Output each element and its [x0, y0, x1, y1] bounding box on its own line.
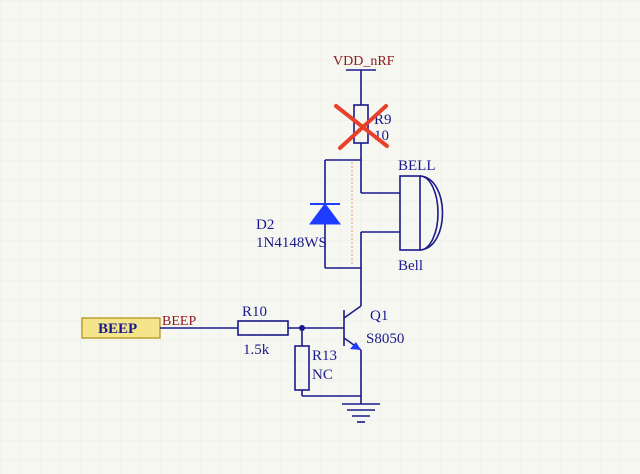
- port-beep[interactable]: BEEP: [81, 317, 161, 339]
- net-vcc-rail: [325, 159, 400, 306]
- resistor-r13[interactable]: R13 NC: [294, 328, 361, 397]
- d2-designator: D2: [256, 217, 274, 233]
- port-beep-text: BEEP: [98, 321, 137, 337]
- bell-bottom-label: Bell: [398, 258, 423, 274]
- power-label: VDD_nRF: [333, 54, 395, 69]
- net-beep: BEEP: [160, 314, 238, 329]
- power-symbol-vdd[interactable]: VDD_nRF: [333, 54, 395, 105]
- q1-part: S8050: [366, 331, 404, 347]
- transistor-q1[interactable]: Q1 S8050: [343, 305, 404, 404]
- r10-value: 1.5k: [243, 342, 270, 358]
- diode-d2[interactable]: D2 1N4148WS: [256, 160, 341, 268]
- q1-designator: Q1: [370, 308, 388, 324]
- buzzer-bell[interactable]: BELL Bell: [398, 158, 444, 274]
- r10-designator: R10: [242, 304, 267, 320]
- dnp-cross-icon: [334, 104, 389, 150]
- r9-designator: R9: [374, 112, 392, 128]
- resistor-r9[interactable]: R9 10: [334, 104, 392, 160]
- net-beep-label: BEEP: [162, 314, 196, 329]
- r13-value: NC: [312, 367, 333, 383]
- d2-part: 1N4148WS: [256, 235, 327, 251]
- ground-icon[interactable]: [342, 403, 380, 423]
- resistor-r10[interactable]: R10 1.5k: [237, 304, 344, 358]
- bell-top-label: BELL: [398, 158, 436, 174]
- r13-designator: R13: [312, 348, 337, 364]
